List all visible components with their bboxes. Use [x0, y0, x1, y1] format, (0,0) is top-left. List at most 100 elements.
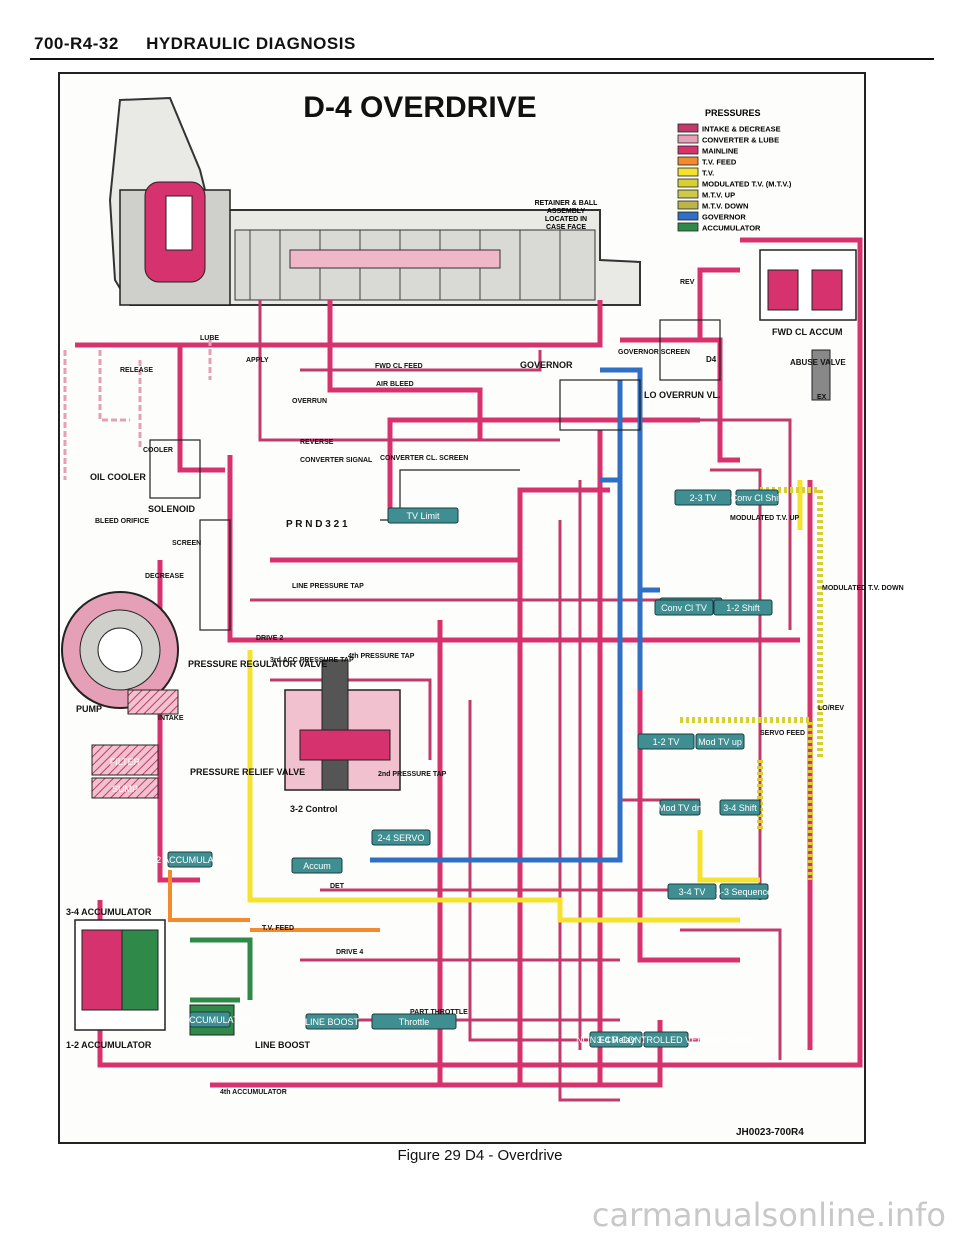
diagram-label: LINE PRESSURE TAP [292, 583, 364, 590]
diagram-label: PRESSURE RELIEF VALVE [190, 767, 305, 777]
diagram-label: MODULATED T.V. DOWN [822, 585, 904, 592]
sump-label: SUMP [112, 784, 138, 794]
diagram-label: GOVERNOR SCREEN [618, 349, 690, 356]
diagram-label: ABUSE VALVE [790, 358, 846, 367]
legend-label: M.T.V. DOWN [702, 202, 748, 211]
svg-text:CASE FACE: CASE FACE [546, 224, 586, 231]
diagram-label: OVERRUN [292, 398, 327, 405]
valve: 3-4 Shift [719, 799, 761, 816]
accumulators [74, 919, 235, 1036]
valve-body [667, 883, 717, 900]
servo-2-4 [284, 659, 401, 791]
fwd-cl-accum [759, 249, 857, 401]
diagram-label: DRIVE 2 [256, 635, 283, 642]
valve: NON ECM CONTROLLED VEHICLES ONLY [576, 1031, 756, 1048]
header-rule [30, 58, 934, 60]
diagram-label: GOVERNOR [520, 360, 573, 370]
legend-swatch [677, 178, 699, 188]
legend-swatch [677, 167, 699, 177]
valve-body [695, 733, 745, 750]
svg-text:LOCATED IN: LOCATED IN [545, 216, 587, 223]
valve-body [189, 1011, 231, 1028]
legend-label: MAINLINE [702, 147, 738, 156]
valve-label: Mod TV dn [658, 803, 702, 813]
valve: Conv Cl Shift [731, 489, 784, 506]
legend-label: INTAKE & DECREASE [702, 125, 781, 134]
svg-text:RETAINER & BALL: RETAINER & BALL [535, 200, 599, 207]
transmission-case [108, 96, 641, 306]
diagram-label: CONVERTER CL. SCREEN [380, 455, 468, 462]
diagram-label: REV [680, 279, 695, 286]
diagram-label: T.V. FEED [262, 925, 294, 932]
valve-body [637, 733, 695, 750]
diagram-label: SERVO FEED [760, 730, 805, 737]
valve: TV Limit [387, 507, 459, 524]
pump [61, 591, 179, 715]
valve: Conv Cl TV [654, 599, 714, 616]
valve-label: Conv Cl TV [661, 603, 707, 613]
valve-body [589, 1031, 643, 1048]
valve-body [387, 507, 459, 524]
legend-swatch [677, 200, 699, 210]
valve-body [654, 599, 714, 616]
diagram-label: LINE BOOST [255, 1040, 311, 1050]
valve-label: LINE BOOST [305, 1017, 360, 1027]
diagram-label: PRESSURE REGULATOR VALVE [188, 659, 327, 669]
valve-label: 3-4 Shift [723, 803, 757, 813]
legend-swatch [677, 211, 699, 221]
diagram-label: PUMP [76, 704, 102, 714]
diagram-label: 3-2 Control [290, 804, 338, 814]
valve-label: TV Limit [406, 511, 440, 521]
diagram-label: 2nd PRESSURE TAP [378, 771, 447, 778]
retainer-note: RETAINER & BALL ASSEMBLY LOCATED IN CASE… [535, 200, 599, 231]
page-header: 700-R4-32 HYDRAULIC DIAGNOSIS [34, 34, 378, 54]
diagram-label: BLEED ORIFICE [95, 518, 149, 525]
valve-label: 3-4 TV [679, 887, 706, 897]
valve-body [674, 489, 732, 506]
circuit-outlines [149, 319, 721, 631]
figure-caption: Figure 29 D4 - Overdrive [397, 1147, 563, 1164]
valve: 3-4 TV [667, 883, 717, 900]
valve-label: Throttle [399, 1017, 430, 1027]
diagram-label: LO/REV [818, 705, 844, 712]
diagram-label: 4th ACCUMULATOR [220, 1089, 287, 1096]
legend-heading: PRESSURES [705, 108, 761, 118]
diagram-label: CONVERTER SIGNAL [300, 457, 373, 464]
diagram-label: REVERSE [300, 439, 334, 446]
valve-body [371, 829, 431, 846]
diagram-label: MODULATED T.V. UP [730, 515, 800, 522]
valve-body [371, 1013, 457, 1030]
valve-label: 4-3 Sequence [716, 887, 772, 897]
valve-label: 1-2 ACCUMULATOR [148, 855, 232, 865]
filter-sump: FILTER SUMP [91, 744, 159, 799]
valve-label: 2-3 TV [690, 493, 717, 503]
legend-swatch [677, 145, 699, 155]
diagram-label: LO OVERRUN VL. [644, 390, 721, 400]
valve: Throttle [371, 1013, 457, 1030]
valve-label: Mod TV up [698, 737, 742, 747]
valve-label: Conv Cl Shift [731, 493, 784, 503]
diagram-label: FWD CL FEED [375, 363, 423, 370]
valve-body [735, 489, 779, 506]
valve-body [643, 1031, 689, 1048]
valve: 4-3 Sequence [716, 883, 772, 900]
pressure-legend: PRESSURES [705, 108, 761, 118]
accumulator-lines [190, 937, 253, 1003]
valve-body [719, 799, 761, 816]
valve-body [167, 851, 213, 868]
diagram-label: OIL COOLER [90, 472, 146, 482]
mtv-lines [680, 487, 823, 880]
diagram-label: 3-4 ACCUMULATOR [66, 907, 152, 917]
section-title: HYDRAULIC DIAGNOSIS [146, 34, 356, 53]
svg-text:ASSEMBLY: ASSEMBLY [547, 208, 586, 215]
legend-items: INTAKE & DECREASE CONVERTER & LUBE MAINLIN… [677, 123, 792, 233]
legend-label: M.T.V. UP [702, 191, 735, 200]
diagram-label: APPLY [246, 357, 269, 364]
legend-label: CONVERTER & LUBE [702, 136, 779, 145]
page-ref: 700-R4-32 [34, 34, 119, 53]
legend-label: GOVERNOR [702, 213, 746, 222]
governor-lines [370, 367, 660, 863]
valve: Mod TV up [695, 733, 745, 750]
tv-feed-lines [168, 870, 380, 932]
